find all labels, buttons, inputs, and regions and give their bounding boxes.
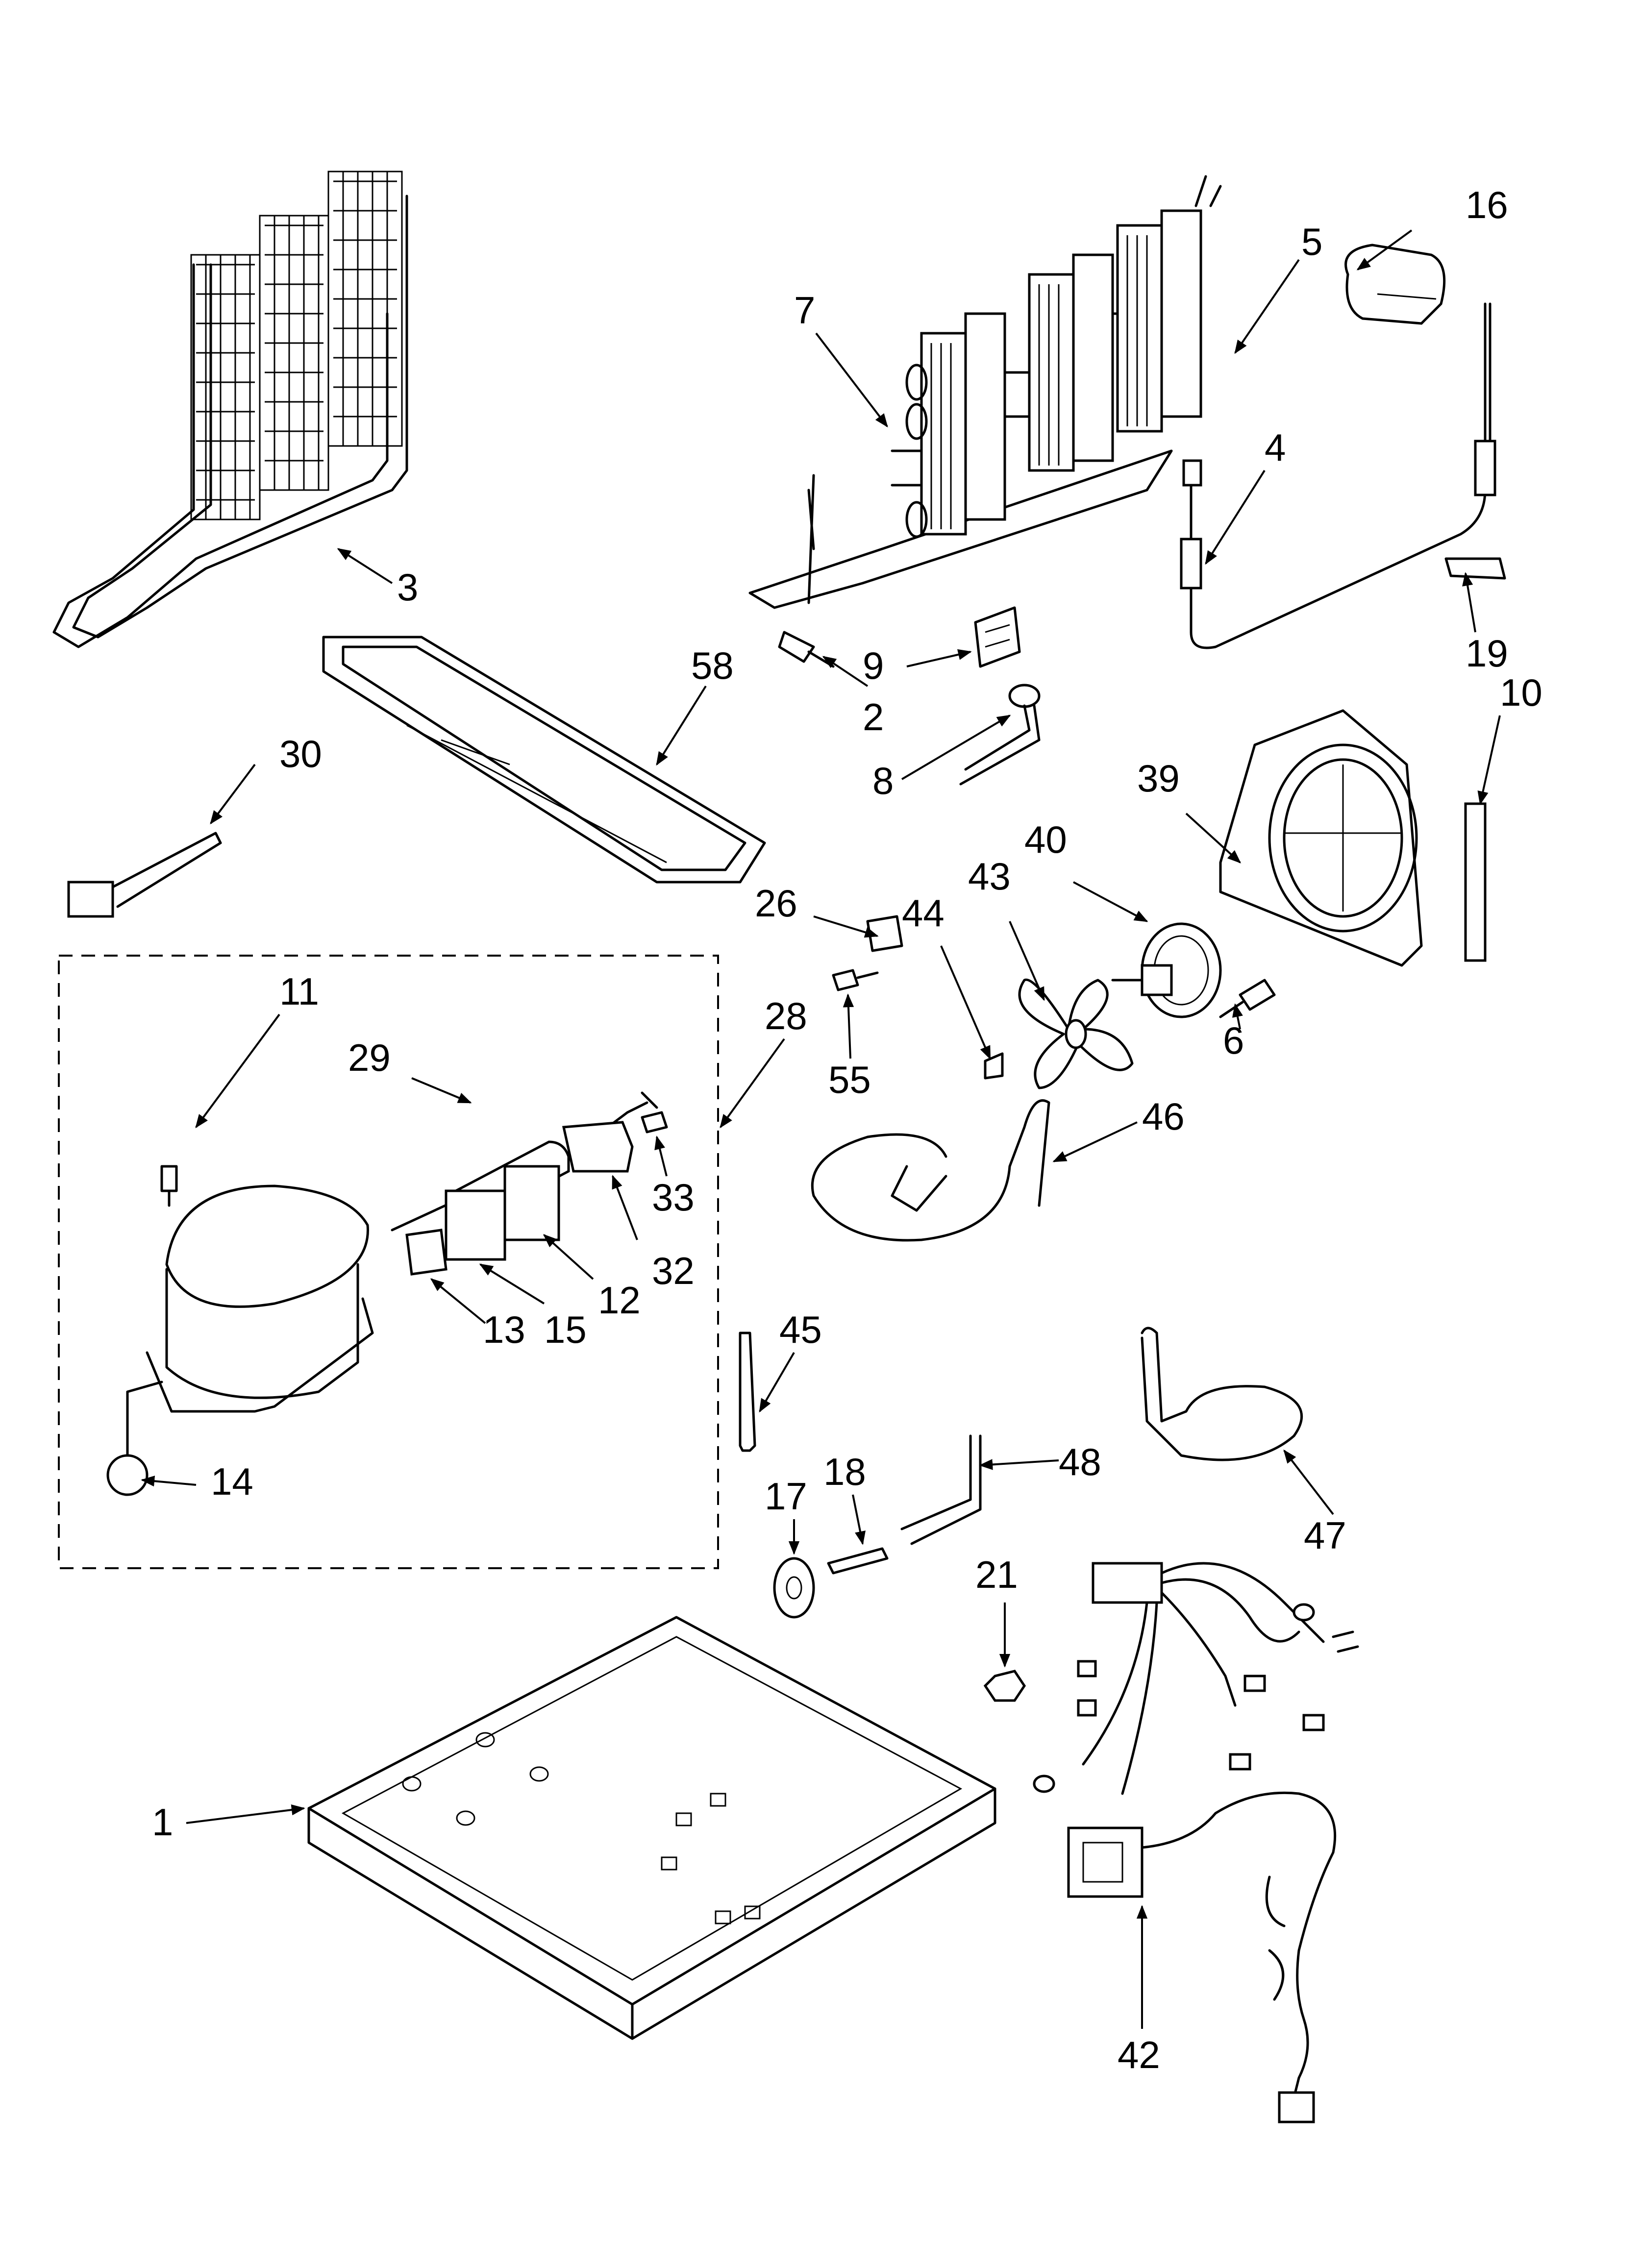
- callout-17: 17: [765, 1475, 807, 1518]
- screw-part-2: [778, 631, 835, 668]
- callout-labels: 3 58 30 7 5 16 4 19 10 9 2 8 39 40 43 44…: [152, 183, 1542, 2076]
- callout-10: 10: [1500, 671, 1542, 714]
- tube-part-47: [1141, 1327, 1303, 1461]
- callout-13: 13: [483, 1308, 525, 1351]
- drain-pan: [322, 636, 766, 884]
- callout-5: 5: [1301, 220, 1322, 263]
- evaporator-assembly: [748, 175, 1222, 609]
- compressor-kit-box: [58, 955, 719, 1569]
- callout-11: 11: [279, 970, 319, 1013]
- callout-leaders: [141, 229, 1501, 2029]
- callout-16: 16: [1466, 183, 1508, 226]
- screw-part-11: [160, 1165, 178, 1207]
- callout-21: 21: [975, 1553, 1018, 1596]
- callout-40: 40: [1024, 818, 1067, 861]
- pin-part-45: [739, 1331, 756, 1452]
- roller-part-17: [773, 1547, 889, 1619]
- callout-44: 44: [902, 891, 945, 935]
- fan-blade: [1018, 978, 1134, 1089]
- compressor-electrical-parts: [405, 1111, 668, 1276]
- callout-8: 8: [872, 759, 894, 802]
- callout-9: 9: [863, 644, 884, 687]
- callout-26: 26: [755, 882, 797, 925]
- callout-39: 39: [1137, 757, 1180, 800]
- tube-part-46: [811, 1099, 1050, 1242]
- callout-3: 3: [397, 566, 418, 609]
- callout-1: 1: [152, 1800, 173, 1844]
- callout-7: 7: [794, 289, 815, 332]
- callout-47: 47: [1304, 1514, 1346, 1557]
- clip-part-19: [1444, 557, 1506, 580]
- screw-part-6: [1219, 979, 1276, 1018]
- callout-14: 14: [211, 1460, 253, 1503]
- callout-48: 48: [1059, 1440, 1101, 1483]
- sensor-tube: [1180, 302, 1496, 649]
- callout-42: 42: [1118, 2033, 1160, 2076]
- base-frame: [307, 1616, 996, 2040]
- bracket-part-26: [832, 915, 903, 991]
- callout-4: 4: [1265, 426, 1286, 469]
- compressor: [106, 1184, 374, 1496]
- callout-18: 18: [823, 1450, 866, 1493]
- callout-15: 15: [544, 1308, 587, 1351]
- cover-part-16: [1344, 244, 1446, 325]
- callout-32: 32: [652, 1249, 695, 1292]
- callout-46: 46: [1142, 1095, 1185, 1138]
- callout-30: 30: [279, 732, 322, 775]
- callout-33: 33: [652, 1176, 695, 1219]
- fan-shroud: [1219, 709, 1423, 967]
- callout-29: 29: [348, 1036, 391, 1079]
- callout-28: 28: [765, 994, 807, 1037]
- callout-43: 43: [968, 855, 1011, 898]
- condenser-coil: [52, 171, 408, 648]
- callout-55: 55: [828, 1058, 871, 1101]
- retainer-part-44: [984, 1052, 1004, 1080]
- callout-58: 58: [691, 644, 734, 687]
- callout-12: 12: [598, 1279, 641, 1322]
- thermostat-part-8: [959, 684, 1041, 786]
- callout-45: 45: [779, 1308, 822, 1351]
- tube-part-48: [900, 1434, 982, 1545]
- fan-motor: [1111, 922, 1222, 1018]
- callout-2: 2: [863, 695, 884, 739]
- cable-tie: [67, 832, 222, 918]
- bracket-part-9: [974, 606, 1021, 668]
- callout-19: 19: [1466, 632, 1508, 675]
- strip-part-10: [1464, 802, 1487, 962]
- nut-part-21: [983, 1670, 1026, 1702]
- callout-6: 6: [1223, 1019, 1244, 1062]
- wire-harness: [1033, 1562, 1359, 2123]
